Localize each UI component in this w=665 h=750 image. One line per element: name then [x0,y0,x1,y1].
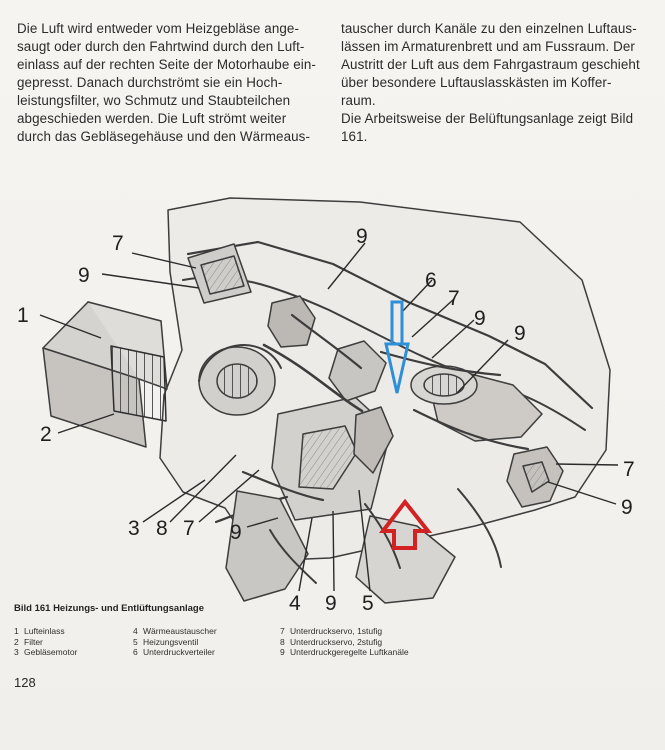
legend-number: 4 [133,626,138,636]
legend-text: Lufteinlass [24,626,65,636]
legend-text: Unterdruckverteiler [143,647,215,657]
figure-caption-title: Bild 161 Heizungs- und Entlüftungsanlage [14,603,205,614]
callout-9-upper-left: 9 [78,264,90,287]
legend-text: Filter [24,636,43,647]
legend-number: 7 [280,626,285,636]
legend-text: Wärmeaustauscher [143,626,217,636]
blue-arrow-icon [384,300,410,394]
red-arrow-icon [378,498,433,550]
callout-1: 1 [17,304,29,327]
callout-9-lower-left: 9 [230,521,242,544]
text-line: 161. [341,129,368,144]
legend-number: 3 [14,647,19,657]
legend-text: Gebläsemotor [24,647,78,657]
legend-number: 1 [14,626,19,636]
callout-7-upper-right: 7 [448,287,460,310]
legend-text: Unterdruckgeregelte Luftkanäle [290,647,409,657]
legend-text: Unterdruckservo, 1stufig [290,626,383,636]
legend-text: Heizungsventil [143,636,199,647]
legend-item-4: 4 Wärmeaustauscher [133,626,217,637]
callout-7-lower-left: 7 [183,517,195,540]
callout-8: 8 [156,517,168,540]
legend-item-8: 8 Unterdruckservo, 2stufig [280,637,409,648]
legend-item-6: 6 Unterdruckverteiler [133,647,217,658]
callout-9-upper-right: 9 [474,307,486,330]
heating-ventilation-diagram: 7 9 1 2 3 8 7 9 4 9 5 9 6 7 9 9 7 9 [0,170,665,614]
legend-text: Unterdruckservo, 2stufig [290,636,383,647]
text-line: leistungsfilter, wo Schmutz und Staubtei… [17,93,291,108]
text-line: Die Arbeitsweise der Belüftungsanlage ze… [341,111,634,126]
legend-column-1: 1 Lufteinlass 2 Filter 3 Gebläsemotor [14,626,77,658]
text-line: saugt oder durch den Fahrtwind durch den… [17,39,305,54]
text-line: tauscher durch Kanäle zu den einzelnen L… [341,21,637,36]
legend-item-7: 7 Unterdruckservo, 1stufig [280,626,409,637]
text-line: Austritt der Luft aus dem Fahrgastraum g… [341,57,640,72]
callout-9-bottom-center: 9 [325,592,337,615]
page-number: 128 [14,675,36,690]
engine-bay-illustration [39,197,619,604]
callout-5: 5 [362,592,374,615]
text-line: über besondere Luftauslasskästen im Koff… [341,75,612,90]
callout-3: 3 [128,517,140,540]
legend-number: 8 [280,636,285,647]
legend-number: 6 [133,647,138,657]
legend-item-3: 3 Gebläsemotor [14,647,77,658]
text-line: lässen im Armaturenbrett und am Fussraum… [341,39,635,54]
text-line: gepresst. Danach durchströmt sie ein Hoc… [17,75,283,90]
text-line: abgeschieden werden. Die Luft strömt wei… [17,111,287,126]
legend-item-2: 2 Filter [14,637,77,648]
legend-number: 5 [133,636,138,647]
callout-9-right: 9 [514,322,526,345]
legend-number: 9 [280,647,285,657]
legend-item-1: 1 Lufteinlass [14,626,77,637]
legend-item-5: 5 Heizungsventil [133,637,217,648]
callout-9-far-right: 9 [621,496,633,519]
callout-7-upper-left: 7 [112,232,124,255]
legend-item-9: 9 Unterdruckgeregelte Luftkanäle [280,647,409,658]
text-line: durch das Gebläsegehäuse und den Wärmeau… [17,129,311,144]
callout-4: 4 [289,592,301,615]
text-line: einlass auf der rechten Seite der Motorh… [17,57,316,72]
body-text-right-column: tauscher durch Kanäle zu den einzelnen L… [341,20,656,146]
text-line: raum. [341,93,376,108]
legend-column-2: 4 Wärmeaustauscher 5 Heizungsventil 6 Unter… [133,626,217,658]
callout-6: 6 [425,269,437,292]
legend-column-3: 7 Unterdruckservo, 1stufig 8 Unterdruckser… [280,626,409,658]
text-line: Die Luft wird entweder vom Heizgebläse a… [17,21,300,36]
callout-7-far-right: 7 [623,458,635,481]
body-text-left-column: Die Luft wird entweder vom Heizgebläse a… [17,20,317,146]
legend-number: 2 [14,636,19,647]
callout-9-top-center: 9 [356,225,368,248]
callout-2: 2 [40,423,52,446]
